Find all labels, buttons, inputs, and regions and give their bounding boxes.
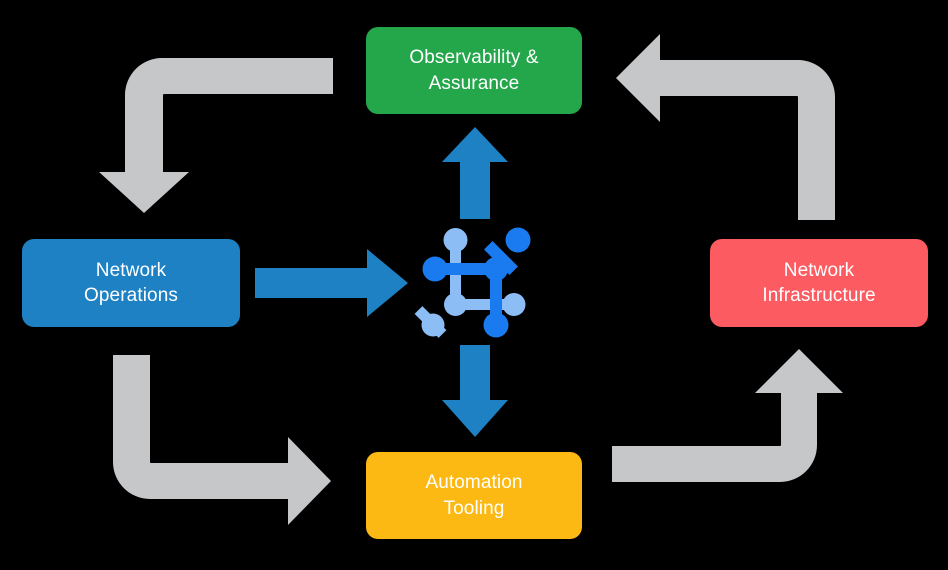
node-automation-tooling[interactable]: Automation Tooling [366,452,582,539]
node-network-infrastructure[interactable]: Network Infrastructure [710,239,928,327]
connector-automation-to-netinfra [612,349,843,482]
connector-observability-to-netops [99,58,333,213]
node-observability-assurance[interactable]: Observability & Assurance [366,27,582,114]
connector-netops-to-automation [113,355,331,525]
connector-netops-to-center [255,249,408,317]
node-network-operations[interactable]: Network Operations [22,239,240,327]
connector-center-to-observability [442,127,508,219]
connector-center-to-automation [442,345,508,437]
connector-netinfra-to-observability [616,34,835,220]
network-topology-icon [414,227,531,338]
